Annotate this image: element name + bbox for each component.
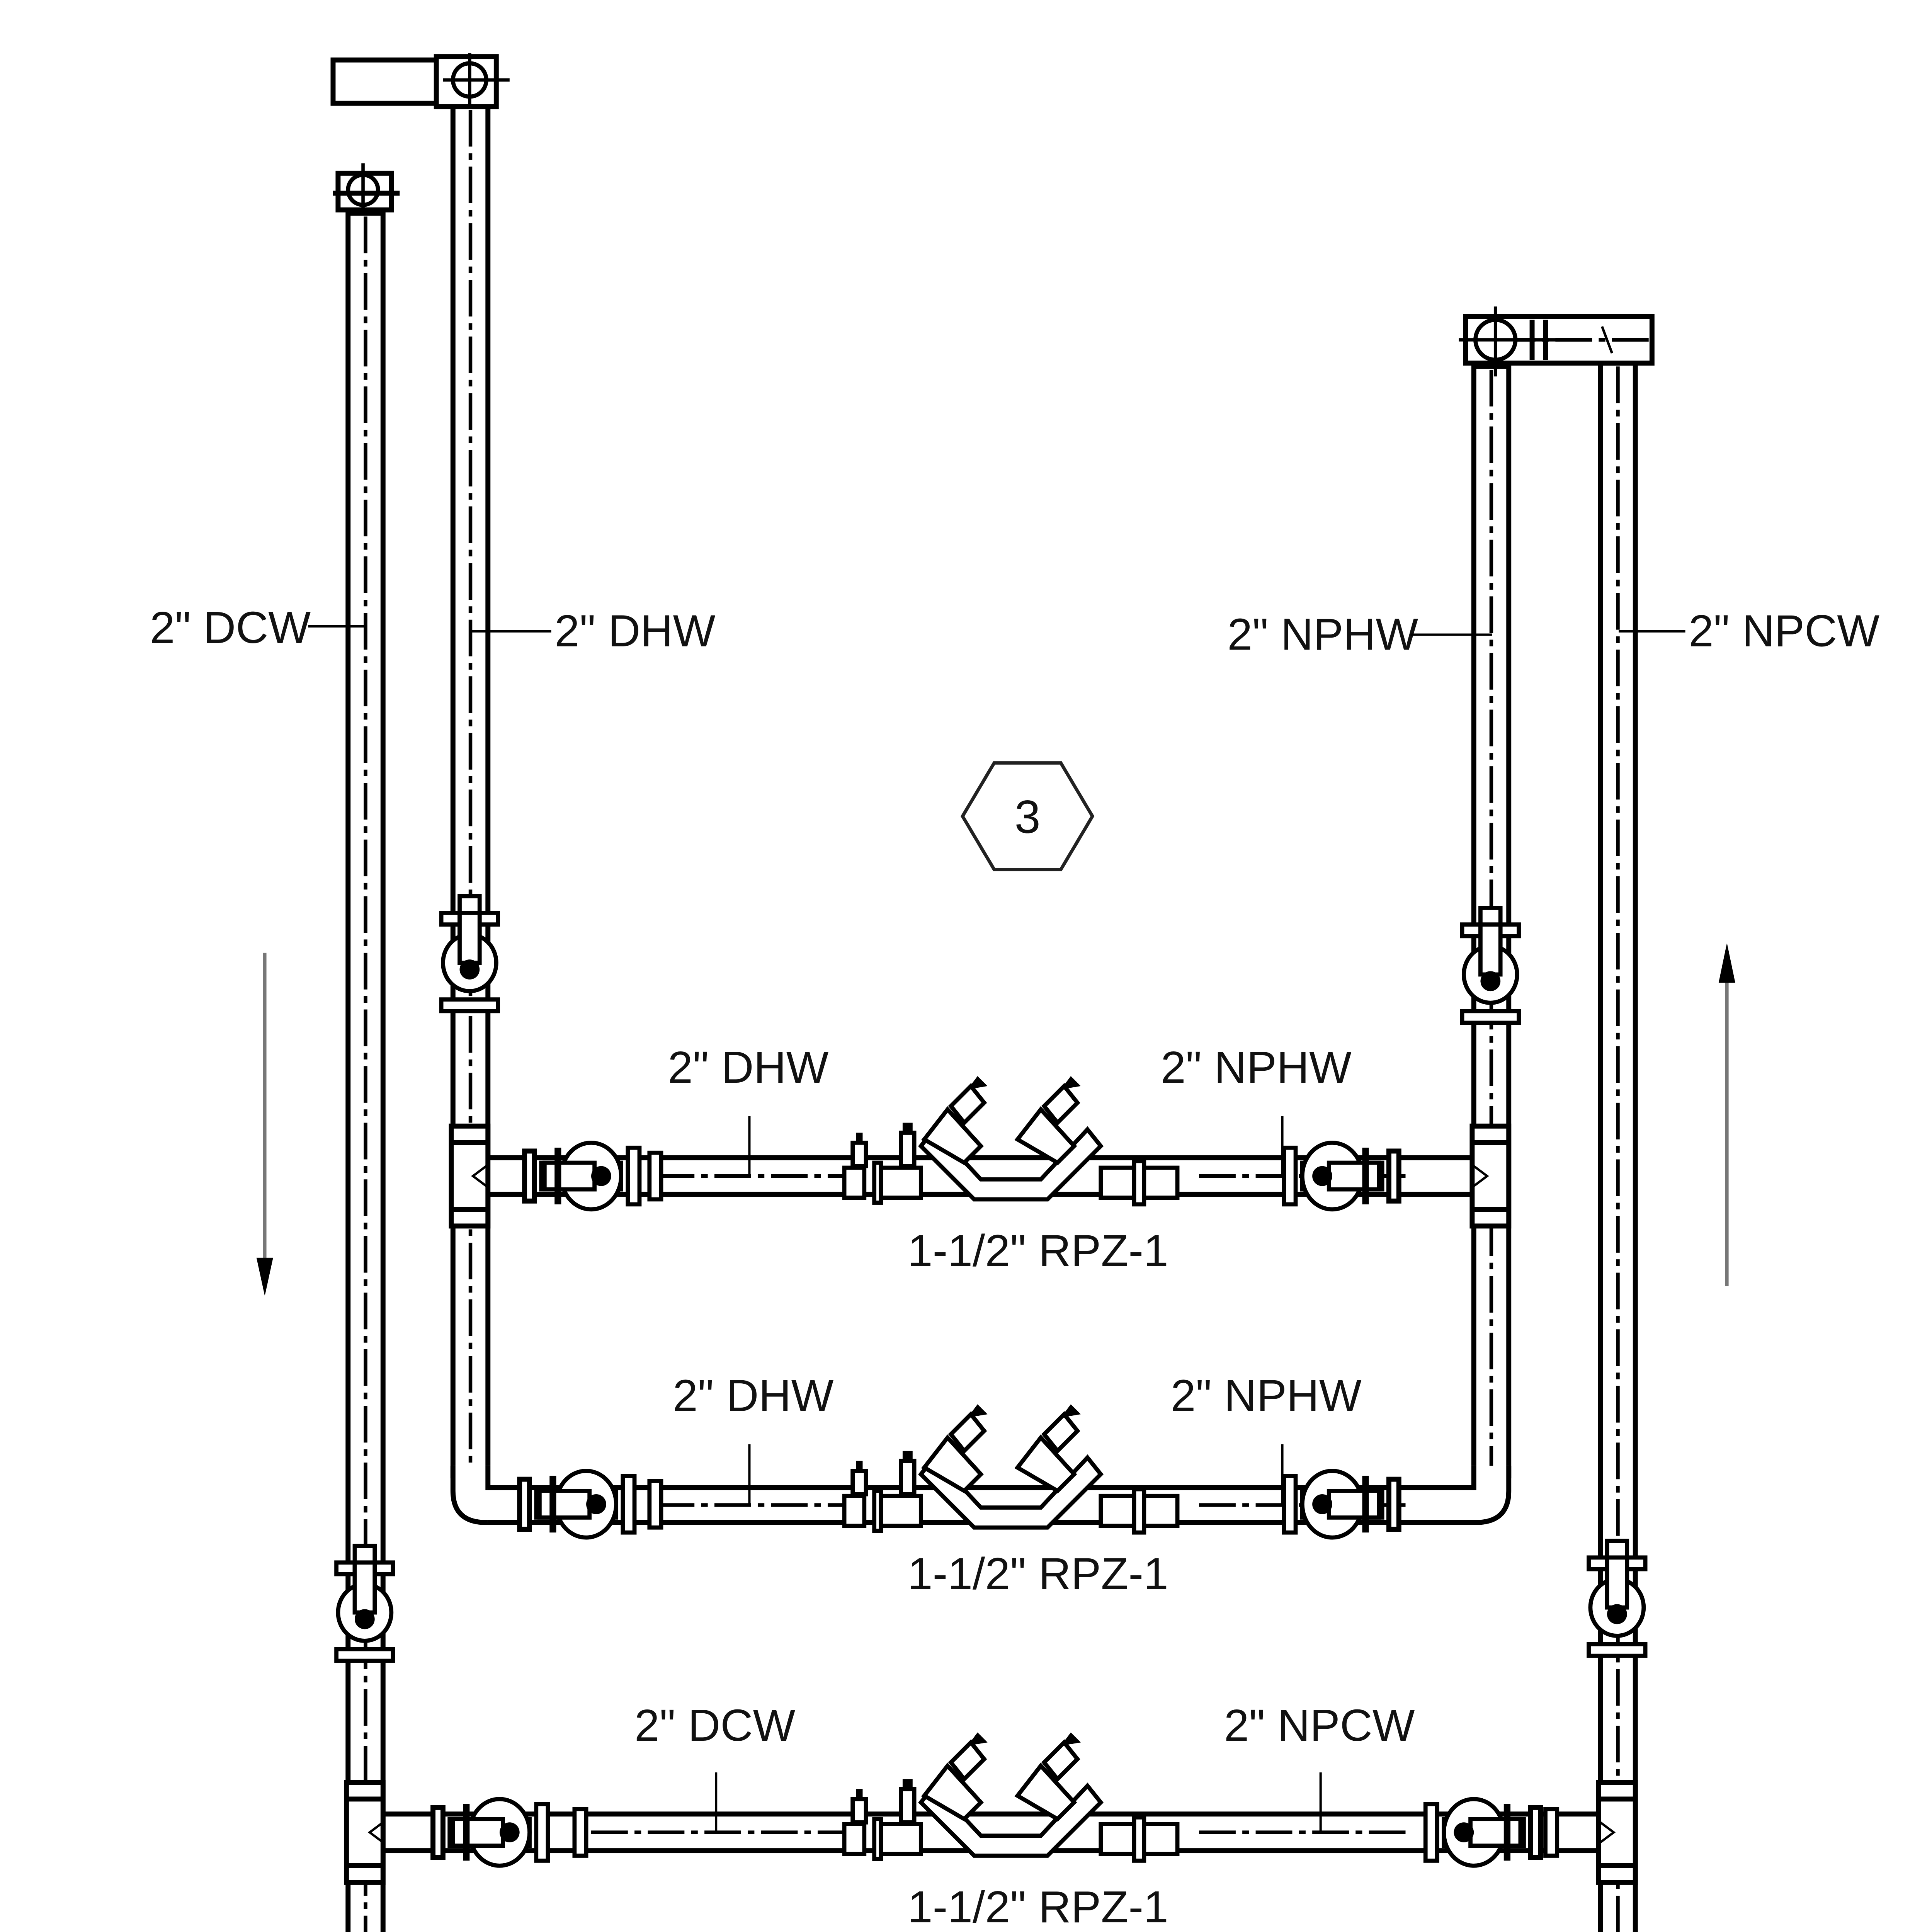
assembly-2-device-label: 1-1/2" RPZ-1 (908, 1549, 1168, 1599)
assembly-row-1 (451, 1076, 1509, 1226)
assembly-row-2 (450, 1404, 1512, 1537)
assembly-row-3 (346, 1732, 1635, 1882)
keynote-number: 3 (1015, 791, 1041, 843)
assembly-3-outlet-label: 2" NPCW (1224, 1700, 1415, 1750)
assembly-3-device-label: 1-1/2" RPZ-1 (908, 1882, 1168, 1932)
assembly-1-device-label: 1-1/2" RPZ-1 (908, 1225, 1168, 1276)
rpz-backflow-preventer-icon (844, 1076, 1177, 1204)
nphw-riser-label: 2" NPHW (1227, 609, 1418, 659)
flow-arrow-up-icon (1718, 943, 1735, 1286)
assembly-2-inlet-label: 2" DHW (673, 1370, 833, 1420)
npcw-riser-pipe (1598, 361, 1638, 1932)
npcw-riser-label: 2" NPCW (1689, 606, 1879, 656)
hexagon-tag-icon: 3 (961, 761, 1095, 871)
assembly-2-outlet-label: 2" NPHW (1171, 1370, 1362, 1420)
ball-valve-icon[interactable] (433, 1799, 548, 1866)
dcw-riser-label: 2" DCW (150, 602, 311, 653)
assembly-3-inlet-label: 2" DCW (634, 1700, 795, 1750)
rpz-backflow-preventer-icon (844, 1732, 1177, 1861)
assembly-1-outlet-label: 2" NPHW (1161, 1042, 1352, 1092)
dcw-top-elbow (333, 163, 400, 220)
dhw-riser-pipe (450, 104, 491, 1479)
nphw-npcw-top-connection (1459, 306, 1655, 377)
dhw-riser-label: 2" DHW (554, 606, 715, 656)
flow-arrow-down-icon (256, 952, 273, 1296)
dcw-riser-pipe (345, 211, 386, 1932)
assembly-1-inlet-label: 2" DHW (668, 1042, 828, 1092)
ball-valve-icon[interactable] (525, 1143, 639, 1209)
